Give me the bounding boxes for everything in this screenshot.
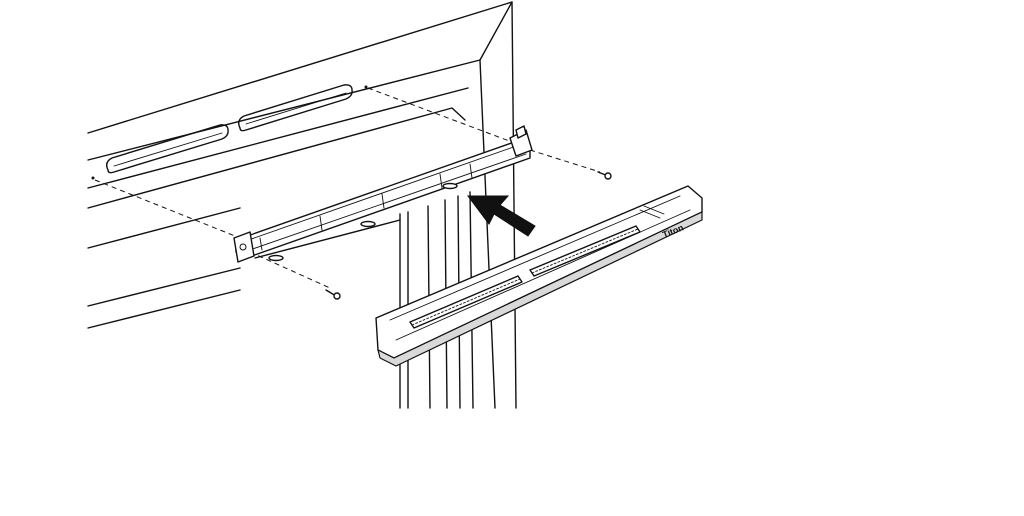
screw-right [597, 171, 612, 180]
vent-canopy: Titon [375, 185, 703, 367]
screw-left [325, 289, 341, 300]
mounting-bracket [233, 125, 533, 263]
alignment-guides [94, 87, 601, 289]
frame-vent-slots [105, 84, 353, 174]
pilot-holes [91, 85, 368, 180]
grille-right [531, 228, 639, 274]
direction-arrow [467, 195, 536, 237]
window-frame [87, 1, 517, 409]
grille-left [411, 278, 521, 326]
